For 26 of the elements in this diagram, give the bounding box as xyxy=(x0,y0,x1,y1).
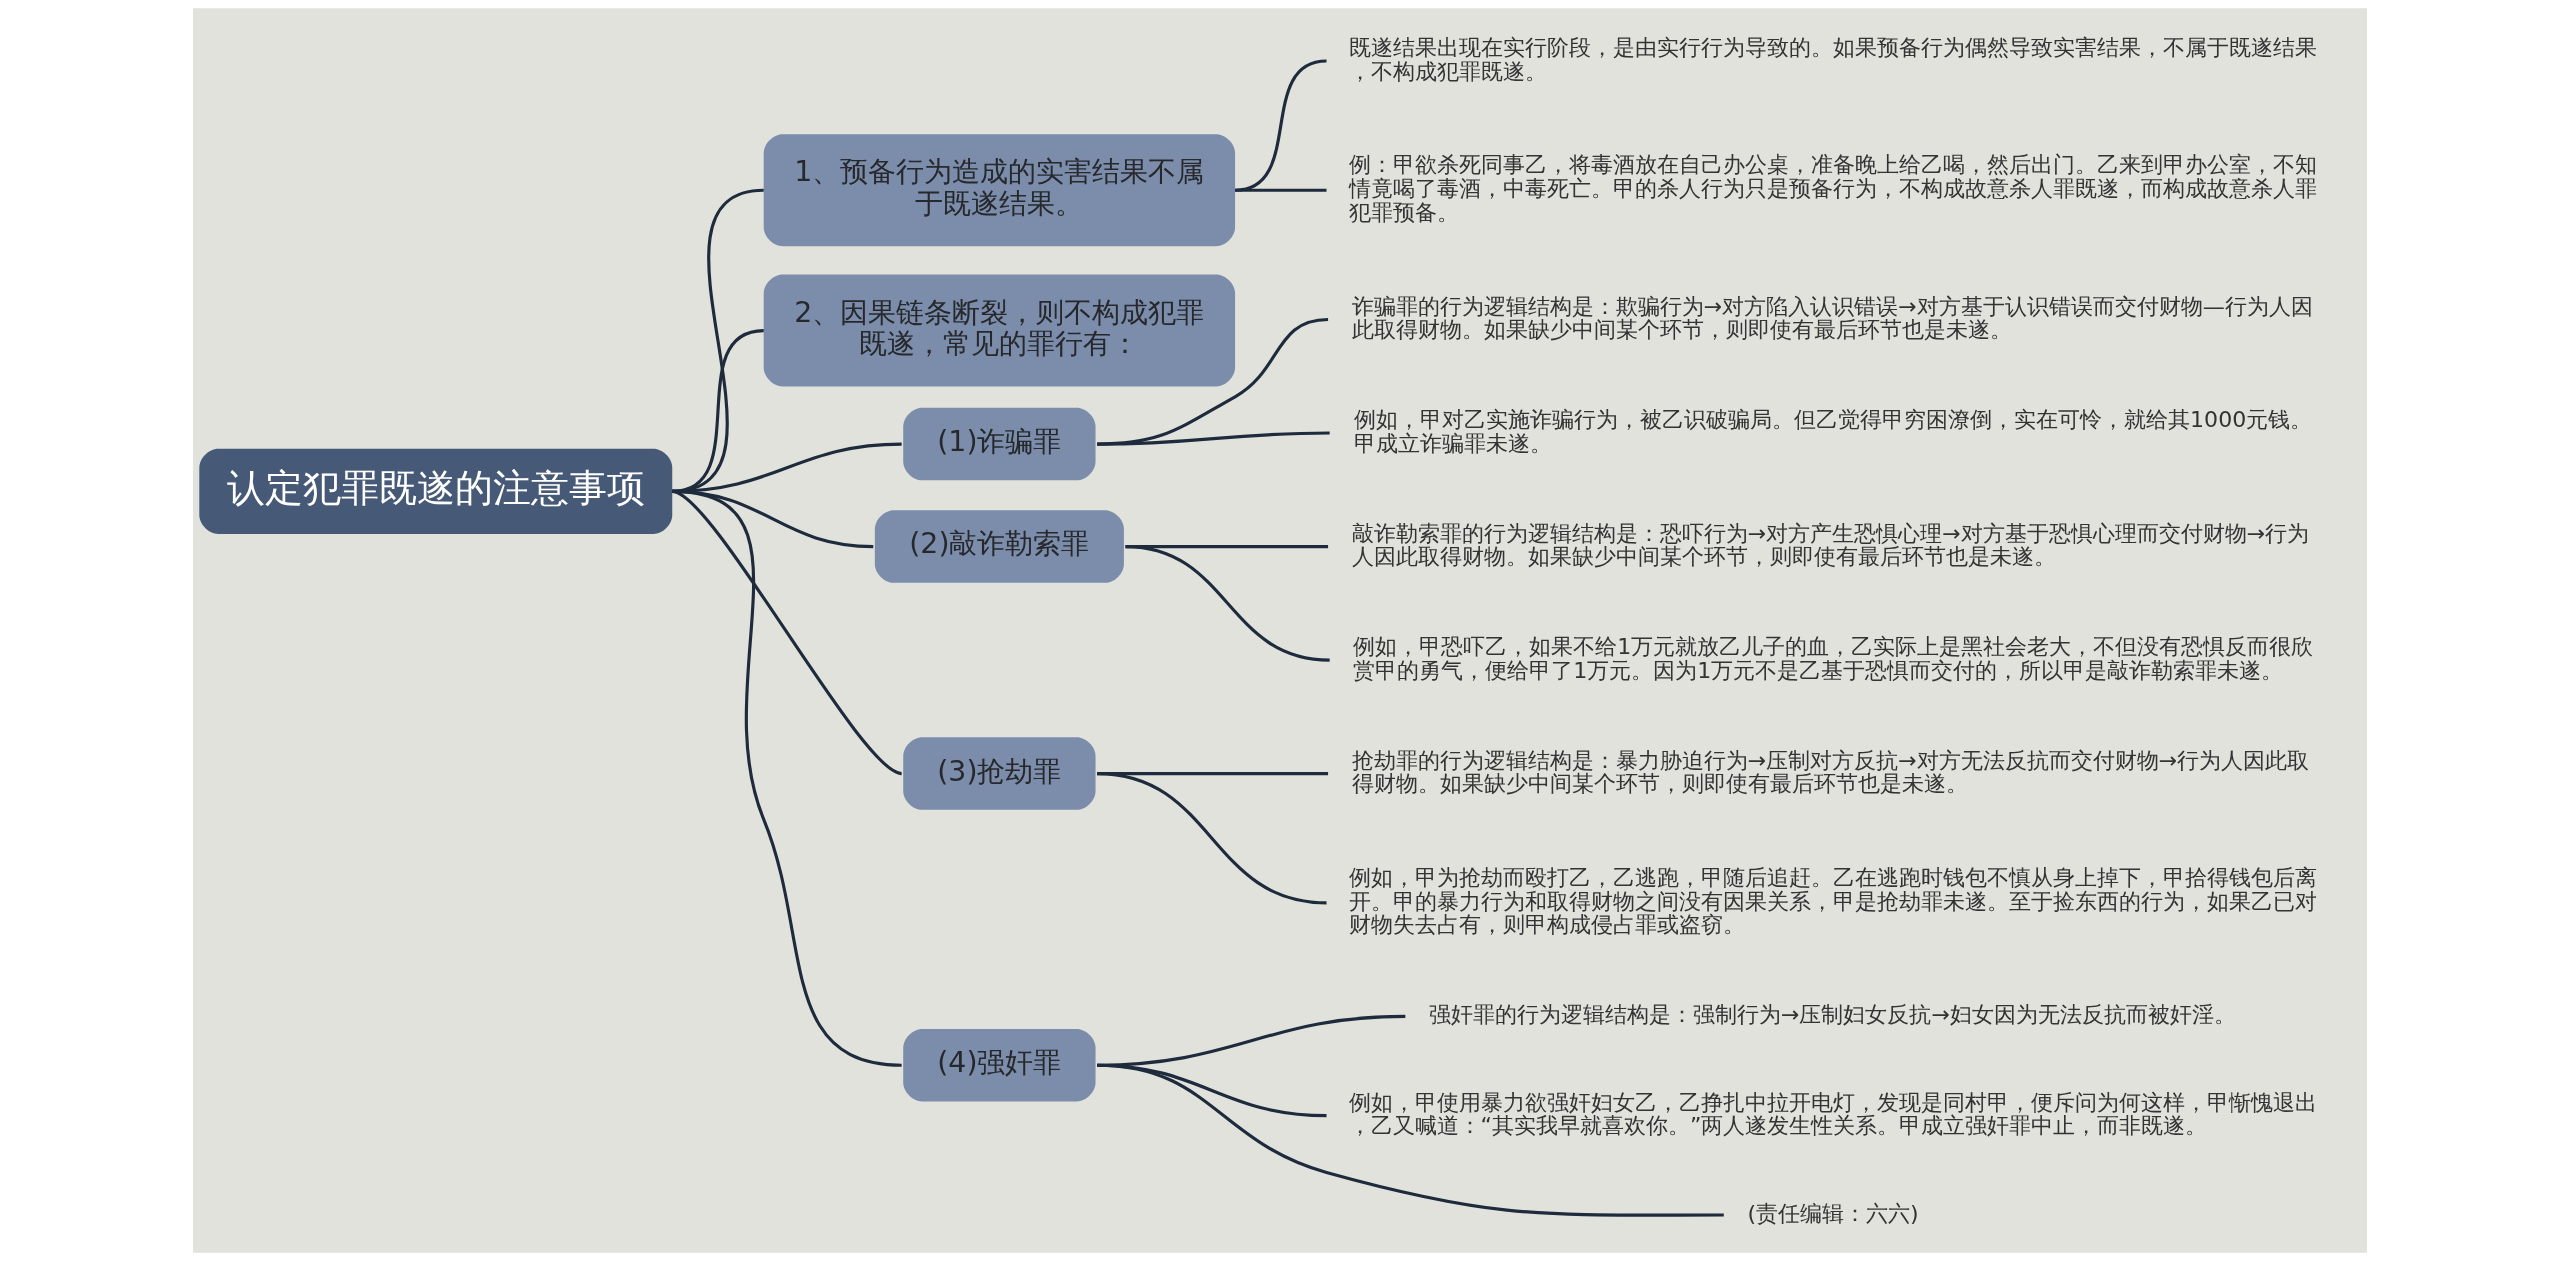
node-box: (4)强奸罪 xyxy=(903,1028,1096,1102)
node-box: 2、因果链条断裂，则不构成犯罪既遂，常见的罪行有： xyxy=(763,274,1236,387)
connector xyxy=(1097,431,1330,446)
connector xyxy=(1235,188,1327,192)
connector xyxy=(672,489,902,1067)
node-box: (1)诈骗罪 xyxy=(903,407,1096,481)
node-text: 例如，甲为抢劫而殴打乙，乙逃跑，甲随后追赶。乙在逃跑时钱包不慎从身上掉下，甲拾得钱包后离开。甲的暴力行为和取得财物之间没有因果关系，甲是抢劫罪未遂。至于捡东西的行为，如果乙已对财物失去占有，则甲构成侵占罪或盗窃。 xyxy=(1348,865,2317,938)
node-text: 敲诈勒索罪的行为逻辑结构是：恐吓行为→对方产生恐惧心理→对方基于恐惧心理而交付财物→行为人因此取得财物。如果缺少中间某个环节，则即使有最后环节也是未遂。 xyxy=(1351,520,2310,570)
node-box: (2)敲诈勒索罪 xyxy=(874,510,1124,583)
node-text: 例：甲欲杀死同事乙，将毒酒放在自己办公桌，准备晚上给乙喝，然后出门。乙来到甲办公室，不知情竟喝了毒酒，中毒死亡。甲的杀人行为只是预备行为，不构成故意杀人罪既遂，而构成故意杀人罪犯罪预备。 xyxy=(1348,152,2317,225)
connector xyxy=(1097,317,1329,446)
node-box: 认定犯罪既遂的注意事项 xyxy=(199,448,673,534)
connector xyxy=(1234,59,1327,192)
node-text: 例如，甲恐吓乙，如果不给1万元就放乙儿子的血，乙实际上是黑社会老大，不但没有恐惧反而很欣赏甲的勇气，便给甲了1万元。因为1万元不是乙基于恐惧而交付的，所以甲是敲诈勒索罪未遂。 xyxy=(1353,634,2314,683)
connector xyxy=(1097,772,1327,905)
node-text: 例如，甲对乙实施诈骗行为，被乙识破骗局。但乙觉得甲穷困潦倒，实在可怜，就给其1000元钱。甲成立诈骗罪未遂。 xyxy=(1354,407,2313,456)
connector xyxy=(1125,545,1330,662)
connector xyxy=(1097,1063,1724,1217)
node-box: (3)抢劫罪 xyxy=(903,737,1096,810)
node-text: 强奸罪的行为逻辑结构是：强制行为→压制妇女反抗→妇女因为无法反抗而被奸淫。 xyxy=(1428,1002,2236,1028)
node-text: 诈骗罪的行为逻辑结构是：欺骗行为→对方陷入认识错误→对方基于认识错误而交付财物—行为人因此取得财物。如果缺少中间某个环节，则即使有最后环节也是未遂。 xyxy=(1351,293,2313,343)
node-text: 例如，甲使用暴力欲强奸妇女乙，乙挣扎中拉开电灯，发现是同村甲，便斥问为何这样，甲惭愧退出，乙又喊道：“其实我早就喜欢你。”两人遂发生性关系。甲成立强奸罪中止，而非既遂。 xyxy=(1348,1089,2317,1139)
node-text: 既遂结果出现在实行阶段，是由实行行为导致的。如果预备行为偶然导致实害结果，不属于既遂结果，不构成犯罪既遂。 xyxy=(1348,35,2317,84)
node-text: 抢劫罪的行为逻辑结构是：暴力胁迫行为→压制对方反抗→对方无法反抗而交付财物→行为人因此取得财物。如果缺少中间某个环节，则即使有最后环节也是未遂。 xyxy=(1351,747,2310,797)
node-text: (责任编辑：六六) xyxy=(1747,1200,1919,1226)
node-box: 1、预备行为造成的实害结果不属于既遂结果。 xyxy=(763,134,1236,247)
